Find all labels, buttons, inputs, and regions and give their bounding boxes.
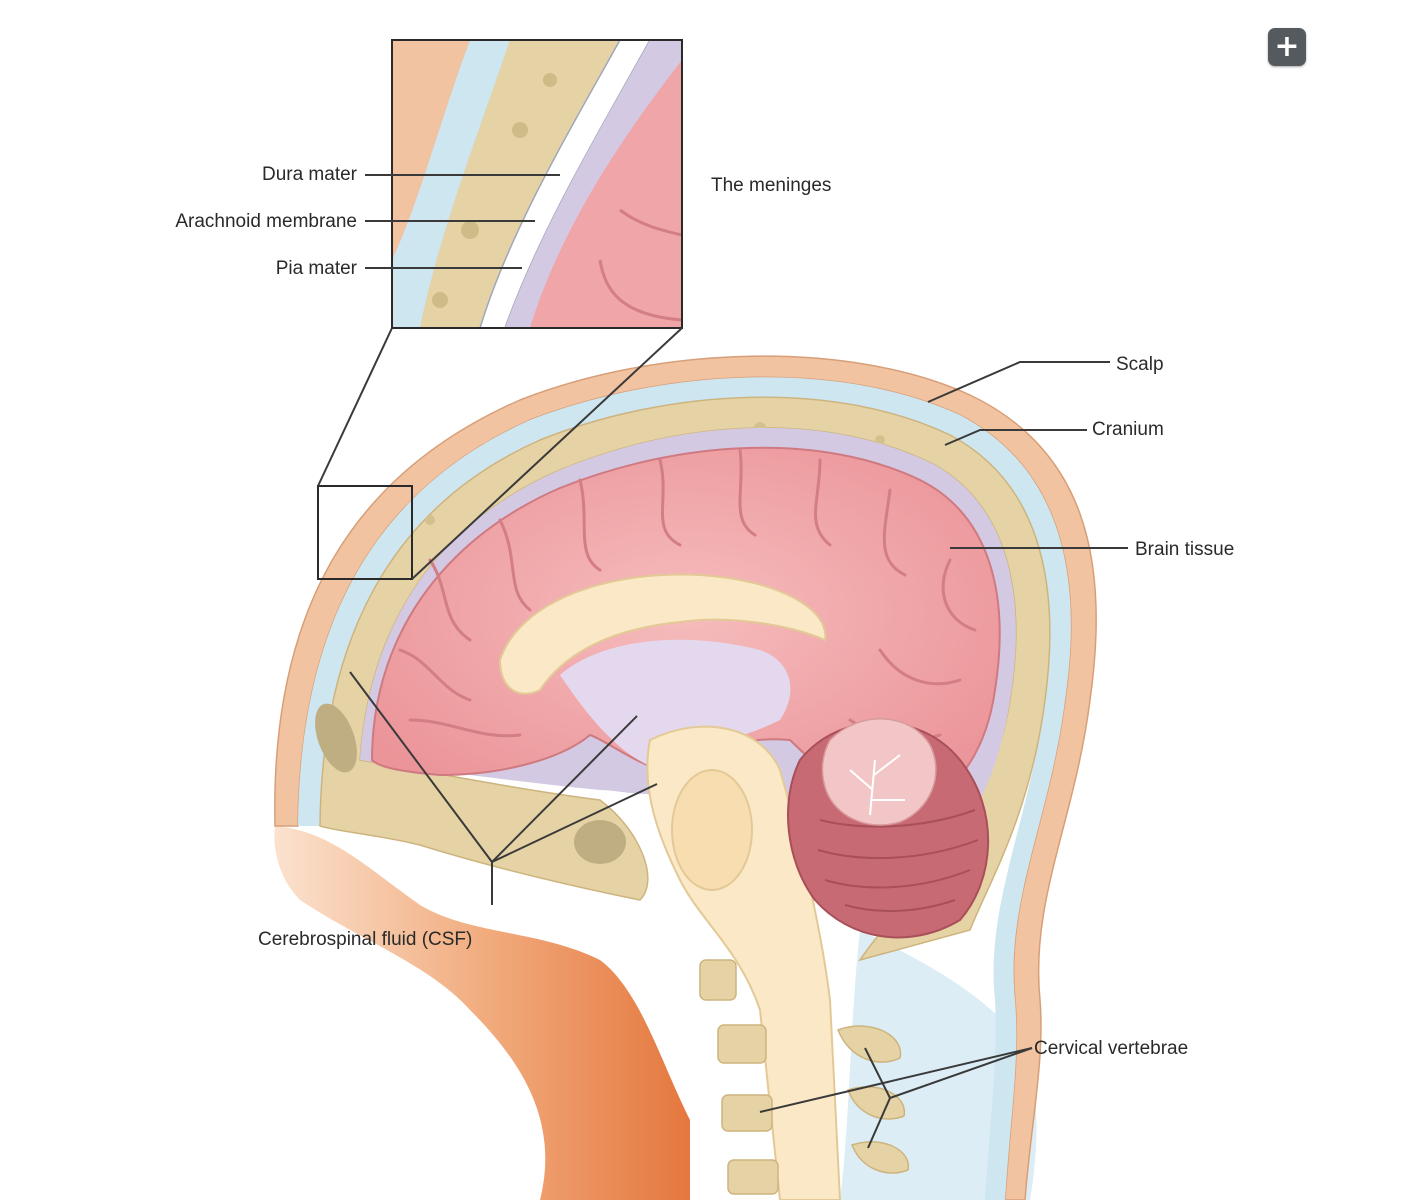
- cerebrum: [370, 446, 1001, 817]
- label-dura-mater: Dura mater: [262, 164, 358, 185]
- meninges-inset: [391, 39, 683, 329]
- label-scalp: Scalp: [1116, 354, 1164, 375]
- cerebellum: [787, 718, 990, 939]
- label-brain-tissue: Brain tissue: [1135, 539, 1234, 560]
- label-cervical-vertebrae: Cervical vertebrae: [1034, 1038, 1188, 1059]
- plus-icon: +: [1274, 29, 1300, 64]
- label-the-meninges: The meninges: [711, 175, 831, 196]
- zoom-indicator: [317, 327, 683, 580]
- neck-tissue: [274, 826, 1037, 1200]
- subcutaneous-layer: [298, 377, 1071, 1200]
- label-cranium: Cranium: [1092, 419, 1164, 440]
- label-pia-mater: Pia mater: [276, 258, 358, 279]
- label-csf: Cerebrospinal fluid (CSF): [258, 929, 472, 950]
- cervical-spine: [699, 959, 909, 1195]
- leader-lines: [349, 174, 1128, 1149]
- arbor-vitae: [849, 754, 905, 816]
- expand-button[interactable]: +: [1268, 28, 1306, 66]
- label-arachnoid-membrane: Arachnoid membrane: [175, 211, 357, 232]
